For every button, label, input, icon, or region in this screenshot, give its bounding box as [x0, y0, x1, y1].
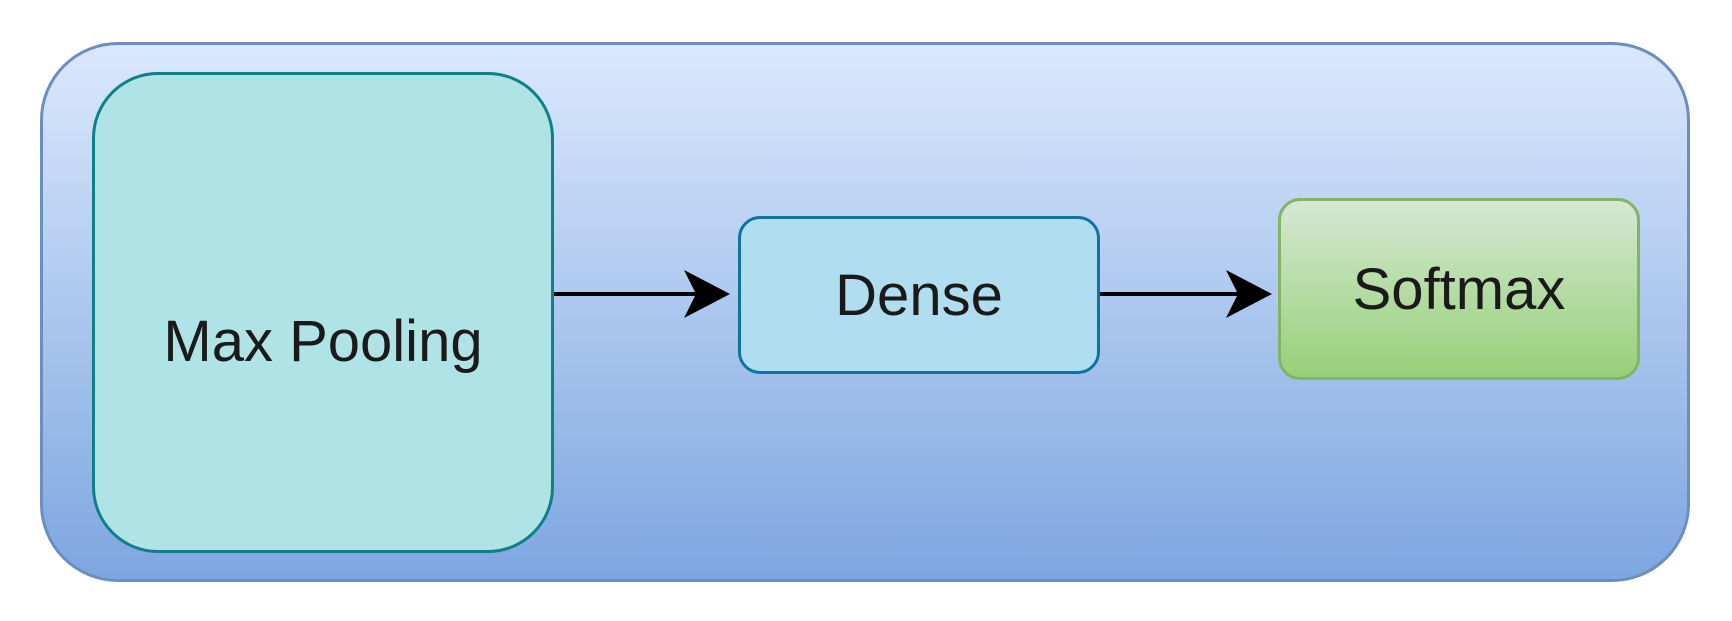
dense-node: Dense — [738, 216, 1100, 374]
max-pooling-label: Max Pooling — [163, 309, 483, 374]
dense-label: Dense — [835, 262, 1003, 328]
softmax-node: Softmax — [1278, 198, 1640, 380]
max-pooling-node: Max Pooling — [92, 72, 554, 553]
softmax-label: Softmax — [1352, 256, 1566, 322]
